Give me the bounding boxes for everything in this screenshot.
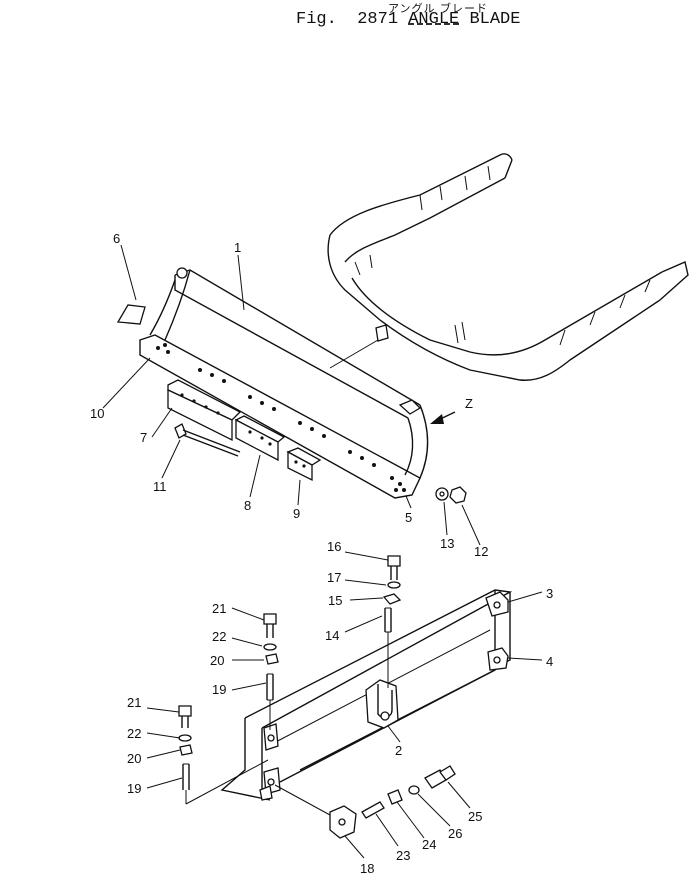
figure-title: Fig. 2871 ANGLE BLADE (296, 10, 520, 29)
callout-20a: 20 (210, 653, 224, 668)
view-z-arrow: Z (430, 396, 473, 424)
part-6-shim (116, 304, 146, 325)
callout-13: 13 (440, 536, 454, 551)
callout-10: 10 (90, 406, 104, 421)
callout-14: 14 (325, 628, 339, 643)
callout-3: 3 (546, 586, 553, 601)
callout-20b: 20 (127, 751, 141, 766)
callout-22b: 22 (127, 726, 141, 741)
blade-upper (139, 267, 429, 499)
callout-19a: 19 (212, 682, 226, 697)
callout-5: 5 (405, 510, 412, 525)
callout-1: 1 (234, 240, 241, 255)
callout-24: 24 (422, 837, 436, 852)
tractor-frame-outline (327, 153, 689, 381)
callout-9: 9 (293, 506, 300, 521)
title-word-blade: BLADE (469, 10, 521, 29)
callout-17: 17 (327, 570, 341, 585)
title-word-angle: ANGLE (408, 10, 460, 29)
callout-8: 8 (244, 498, 251, 513)
view-z-label: Z (465, 396, 473, 411)
callout-21a: 21 (212, 601, 226, 616)
callout-4: 4 (546, 654, 553, 669)
blade-lower-z-view (220, 589, 513, 801)
callout-19b: 19 (127, 781, 141, 796)
callout-21b: 21 (127, 695, 141, 710)
callout-16: 16 (327, 539, 341, 554)
callout-6: 6 (113, 231, 120, 246)
callout-15: 15 (328, 593, 342, 608)
part-11-bolt (174, 423, 241, 457)
fig-number: 2871 (357, 10, 399, 29)
callout-12: 12 (474, 544, 488, 559)
callout-18: 18 (360, 861, 374, 874)
leader-lines (102, 244, 543, 859)
callout-22a: 22 (212, 629, 226, 644)
cutting-edge-segments (167, 379, 322, 482)
callout-2: 2 (395, 743, 402, 758)
callout-23: 23 (396, 848, 410, 863)
callout-26: 26 (448, 826, 462, 841)
callout-25: 25 (468, 809, 482, 824)
callout-labels: 1 2 3 4 5 6 7 8 9 10 11 12 13 14 15 16 1… (90, 231, 553, 874)
part-12-nut (449, 486, 467, 504)
callout-11: 11 (153, 479, 167, 494)
callout-7: 7 (140, 430, 147, 445)
fig-label: Fig. (296, 10, 337, 29)
lower-hardware (178, 555, 456, 839)
title-katakana: アングル ブレード (388, 2, 489, 15)
push-arm-line (329, 339, 379, 369)
